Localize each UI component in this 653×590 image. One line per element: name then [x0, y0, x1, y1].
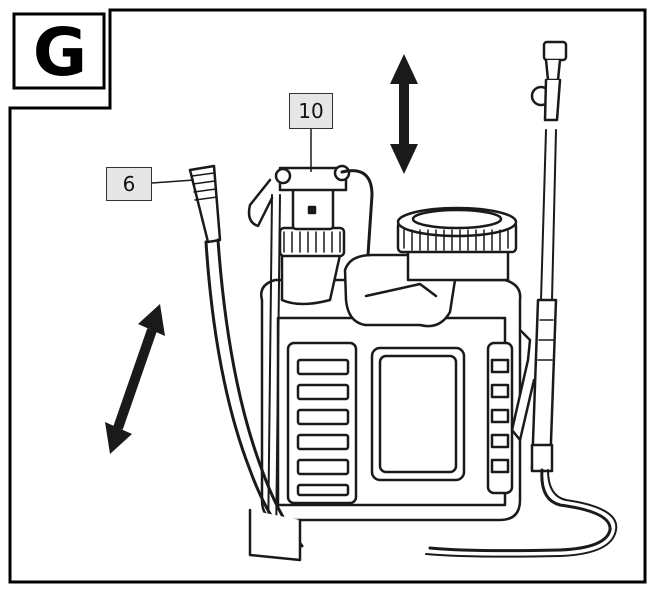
- pump-head-callout: 10: [289, 93, 333, 129]
- filler-cap: [396, 206, 518, 254]
- filler-neck: [406, 248, 510, 282]
- tank-base: [248, 508, 302, 562]
- double-arrow-diagonal-icon: [105, 304, 165, 454]
- spray-lance: [510, 40, 568, 473]
- panel-letter-box: [12, 12, 106, 90]
- level-window: [370, 346, 466, 482]
- pump-cylinder: [247, 164, 351, 306]
- lance-hose: [428, 468, 612, 553]
- hose-callout-leader: [151, 179, 195, 184]
- top-hose: [340, 169, 374, 257]
- right-grille: [486, 341, 514, 495]
- panel-letter: G: [32, 13, 88, 91]
- double-arrow-vertical-icon: [390, 54, 418, 174]
- figure-border: [8, 8, 647, 584]
- left-grille: [286, 341, 358, 505]
- hose-callout: 6: [106, 167, 152, 201]
